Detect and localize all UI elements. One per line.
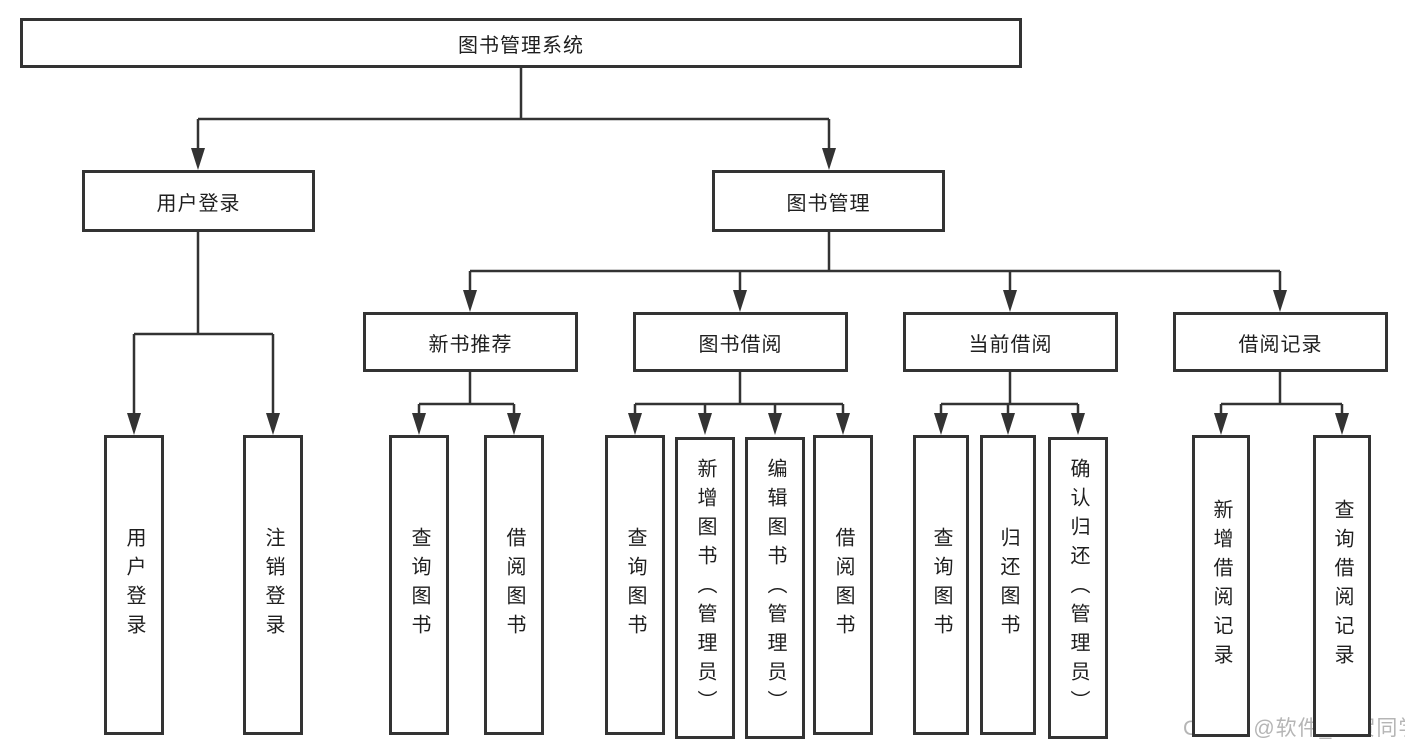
node-root-label: 图书管理系统 — [458, 34, 584, 57]
leaf-label: 查询图书 — [624, 527, 646, 643]
node-root-system: 图书管理系统 — [20, 18, 1022, 68]
leaf-edit-books-admin: 编辑图书（管理员） — [745, 437, 805, 739]
leaf-label: 新增借阅记录 — [1210, 499, 1232, 673]
connector-lines — [132, 67, 1344, 418]
node-module-book-borrowing: 图书借阅 — [633, 312, 848, 372]
node-branch-label: 图书管理 — [786, 192, 871, 215]
leaf-query-borrow-record: 查询借阅记录 — [1313, 435, 1371, 737]
leaf-label: 确认归还（管理员） — [1067, 457, 1089, 719]
leaf-label: 注销登录 — [262, 527, 284, 643]
leaf-label: 归还图书 — [997, 527, 1019, 643]
node-module-current-borrowing: 当前借阅 — [903, 312, 1118, 372]
leaf-borrow-books-recommend: 借阅图书 — [484, 435, 544, 735]
leaf-confirm-return-admin: 确认归还（管理员） — [1048, 437, 1108, 739]
leaf-label: 借阅图书 — [832, 527, 854, 643]
connector-arrowheads — [127, 148, 1349, 435]
leaf-borrow-books-borrowing: 借阅图书 — [813, 435, 873, 735]
leaf-label: 编辑图书（管理员） — [764, 457, 786, 719]
leaf-label: 查询借阅记录 — [1331, 499, 1353, 673]
node-module-label: 新书推荐 — [428, 333, 513, 356]
leaf-label: 查询图书 — [930, 527, 952, 643]
leaf-label: 查询图书 — [408, 527, 430, 643]
leaf-query-books-current: 查询图书 — [913, 435, 969, 735]
leaf-user-login: 用户登录 — [104, 435, 164, 735]
node-module-label: 借阅记录 — [1238, 333, 1323, 356]
leaf-add-books-admin: 新增图书（管理员） — [675, 437, 735, 739]
leaf-label: 用户登录 — [123, 527, 145, 643]
leaf-return-books: 归还图书 — [980, 435, 1036, 735]
node-module-new-book-recommend: 新书推荐 — [363, 312, 578, 372]
leaf-label: 新增图书（管理员） — [694, 457, 716, 719]
leaf-label: 借阅图书 — [503, 527, 525, 643]
node-branch-user-login: 用户登录 — [82, 170, 315, 232]
node-module-label: 当前借阅 — [968, 333, 1053, 356]
node-branch-book-management: 图书管理 — [712, 170, 945, 232]
node-branch-label: 用户登录 — [156, 192, 241, 215]
leaf-query-books-recommend: 查询图书 — [389, 435, 449, 735]
leaf-add-borrow-record: 新增借阅记录 — [1192, 435, 1250, 737]
node-module-label: 图书借阅 — [698, 333, 783, 356]
leaf-logout: 注销登录 — [243, 435, 303, 735]
leaf-query-books-borrowing: 查询图书 — [605, 435, 665, 735]
node-module-borrowing-records: 借阅记录 — [1173, 312, 1388, 372]
